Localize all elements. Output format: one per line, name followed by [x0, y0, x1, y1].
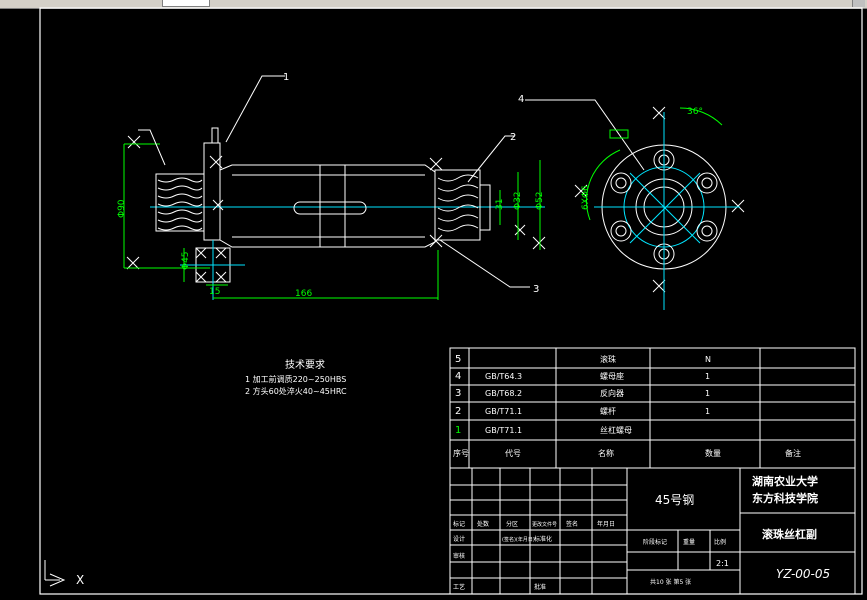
scale: 2:1 [716, 559, 729, 568]
sheet-info: 共10 张 第5 张 [650, 578, 691, 586]
school-line2: 东方科技学院 [752, 491, 818, 505]
label-weight: 重量 [683, 538, 695, 546]
dim-d166: 166 [295, 289, 312, 299]
dim-d31: 31 [495, 199, 505, 210]
label-std: 标准化 [534, 535, 552, 543]
dim-d36: 36° [687, 107, 703, 117]
label-mark: 标记 [453, 520, 465, 528]
tech-req-line2: 2 方头60处淬火40~45HRC [245, 386, 347, 396]
material: 45号钢 [655, 493, 694, 507]
ucs-x-label: X [76, 573, 84, 587]
dim-d52: Φ52 [535, 191, 545, 210]
part-name: 滚珠丝杠副 [762, 527, 817, 541]
parts-row-code: GB/T71.1 [485, 426, 522, 435]
tech-req-title: 技术要求 [285, 358, 325, 371]
tech-requirements: 技术要求 1 加工前调质220~250HBS 2 方头60处淬火40~45HRC [245, 358, 347, 396]
header-code: 代号 [505, 448, 521, 458]
label-date: 年月日 [597, 520, 615, 528]
parts-row-name: 螺母座 [600, 371, 624, 381]
scroll-button[interactable] [852, 0, 865, 7]
parts-row-code: GB/T64.3 [485, 372, 522, 381]
parts-row-qty: N [705, 355, 711, 364]
screw-shaft-view [150, 127, 545, 300]
title-block-text: 45号钢 湖南农业大学 东方科技学院 滚珠丝杠副 YZ-00-05 2:1 共1… [453, 474, 830, 591]
parts-row-no: 5 [455, 354, 461, 365]
parts-row-no: 2 [455, 406, 461, 417]
parts-list-table [449, 347, 856, 469]
school-line1: 湖南农业大学 [752, 474, 818, 488]
dim-d32: Φ32 [513, 191, 523, 210]
header-note: 备注 [785, 448, 801, 458]
parts-row-name: 滚珠 [600, 354, 616, 364]
ucs-icon: X [44, 560, 84, 587]
dim-d15: 15 [209, 287, 220, 297]
header-name: 名称 [598, 448, 614, 458]
parts-row-name: 反向器 [600, 388, 624, 398]
parts-row-no: 4 [455, 371, 461, 382]
parts-row-no: 1 [455, 425, 461, 436]
label-zone: 分区 [506, 520, 518, 528]
label-change-doc: 更改文件号 [532, 521, 557, 528]
label-craft: 工艺 [453, 583, 465, 591]
header-qty: 数量 [705, 448, 721, 458]
parts-row-qty: 1 [705, 389, 710, 398]
parts-row-qty: 1 [705, 407, 710, 416]
crosshair-marks [126, 106, 745, 293]
label-sign: 签名 [566, 520, 578, 528]
parts-row-code: GB/T68.2 [485, 389, 522, 398]
label-review: 审核 [453, 552, 465, 560]
label-stage: 阶段标记 [643, 538, 667, 546]
label-approve: 批准 [534, 583, 546, 591]
layout-tab[interactable] [162, 0, 210, 7]
parts-row-no: 3 [455, 388, 461, 399]
dimension-lines [123, 107, 723, 300]
parts-row-name: 螺杆 [600, 406, 616, 416]
drawing-number: YZ-00-05 [776, 567, 830, 581]
label-count: 处数 [477, 520, 489, 528]
callout-numbers: 1 2 3 4 [283, 72, 539, 295]
tech-req-line1: 1 加工前调质220~250HBS [245, 374, 346, 384]
dim-d45: Φ45 [181, 251, 191, 270]
label-design: 设计 [453, 535, 465, 543]
header-no: 序号 [453, 448, 469, 458]
dimension-texts: Φ90 Φ45 15 166 31 Φ32 Φ52 6XΦ6 36° [117, 107, 703, 299]
parts-row-qty: 1 [705, 372, 710, 381]
parts-row-code: GB/T71.1 [485, 407, 522, 416]
label-scale: 比例 [714, 538, 726, 546]
callout-1: 1 [283, 72, 289, 83]
flange-end-view [594, 112, 740, 310]
callout-3: 3 [533, 284, 539, 295]
callout-2: 2 [510, 132, 516, 143]
label-design-sig: (签名)(年月日) [502, 536, 535, 543]
drawing-border [39, 7, 863, 595]
title-block [449, 467, 856, 595]
dim-d90: Φ90 [117, 199, 127, 218]
callout-leaders [138, 75, 645, 288]
dim-d6x6: 6XΦ6 [581, 185, 591, 210]
parts-row-name: 丝杠螺母 [600, 425, 632, 435]
callout-4: 4 [518, 94, 524, 105]
